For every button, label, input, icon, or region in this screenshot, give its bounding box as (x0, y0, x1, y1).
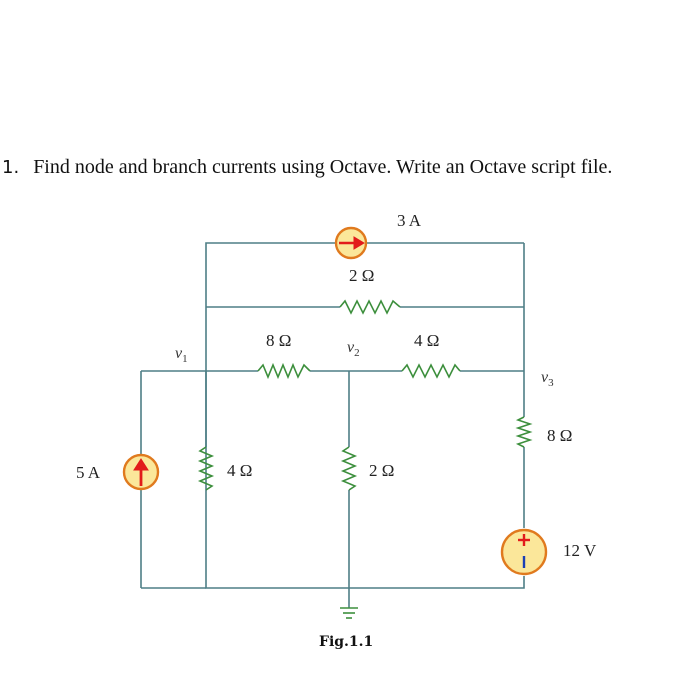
resistor-4ohm-mid (401, 363, 461, 379)
label-node-v2: v2 (347, 339, 360, 359)
resistor-8ohm-right (515, 416, 533, 448)
label-r-4-mid: 4 Ω (414, 331, 439, 350)
label-r-4-left: 4 Ω (227, 461, 252, 480)
label-r-8-mid: 8 Ω (266, 331, 291, 350)
label-source-5a: 5 A (76, 463, 101, 482)
ground-icon (340, 607, 358, 619)
current-source-5a (122, 453, 160, 491)
label-r-top-2: 2 Ω (349, 266, 374, 285)
resistor-top-2ohm (339, 299, 401, 315)
label-r-2-center: 2 Ω (369, 461, 394, 480)
circuit-wires (140, 242, 525, 608)
resistor-8ohm-mid (257, 362, 311, 380)
label-r-8-right: 8 Ω (547, 426, 572, 445)
figure-caption: Fig.1.1 (319, 634, 373, 650)
label-node-v1: v1 (175, 345, 188, 365)
resistor-4ohm-left (197, 446, 215, 491)
question-body: Find node and branch currents using Octa… (33, 156, 613, 178)
question-number: 1. (2, 157, 20, 178)
label-node-v3: v3 (541, 369, 554, 389)
voltage-source-12v (500, 528, 548, 576)
current-source-3a (334, 226, 368, 260)
label-source-12v: 12 V (563, 541, 597, 560)
question-text: 1. Find node and branch currents using Oc… (0, 156, 700, 179)
wire-top-loop (205, 242, 525, 589)
label-source-3a: 3 A (397, 211, 422, 230)
resistor-2ohm-center (340, 446, 358, 491)
